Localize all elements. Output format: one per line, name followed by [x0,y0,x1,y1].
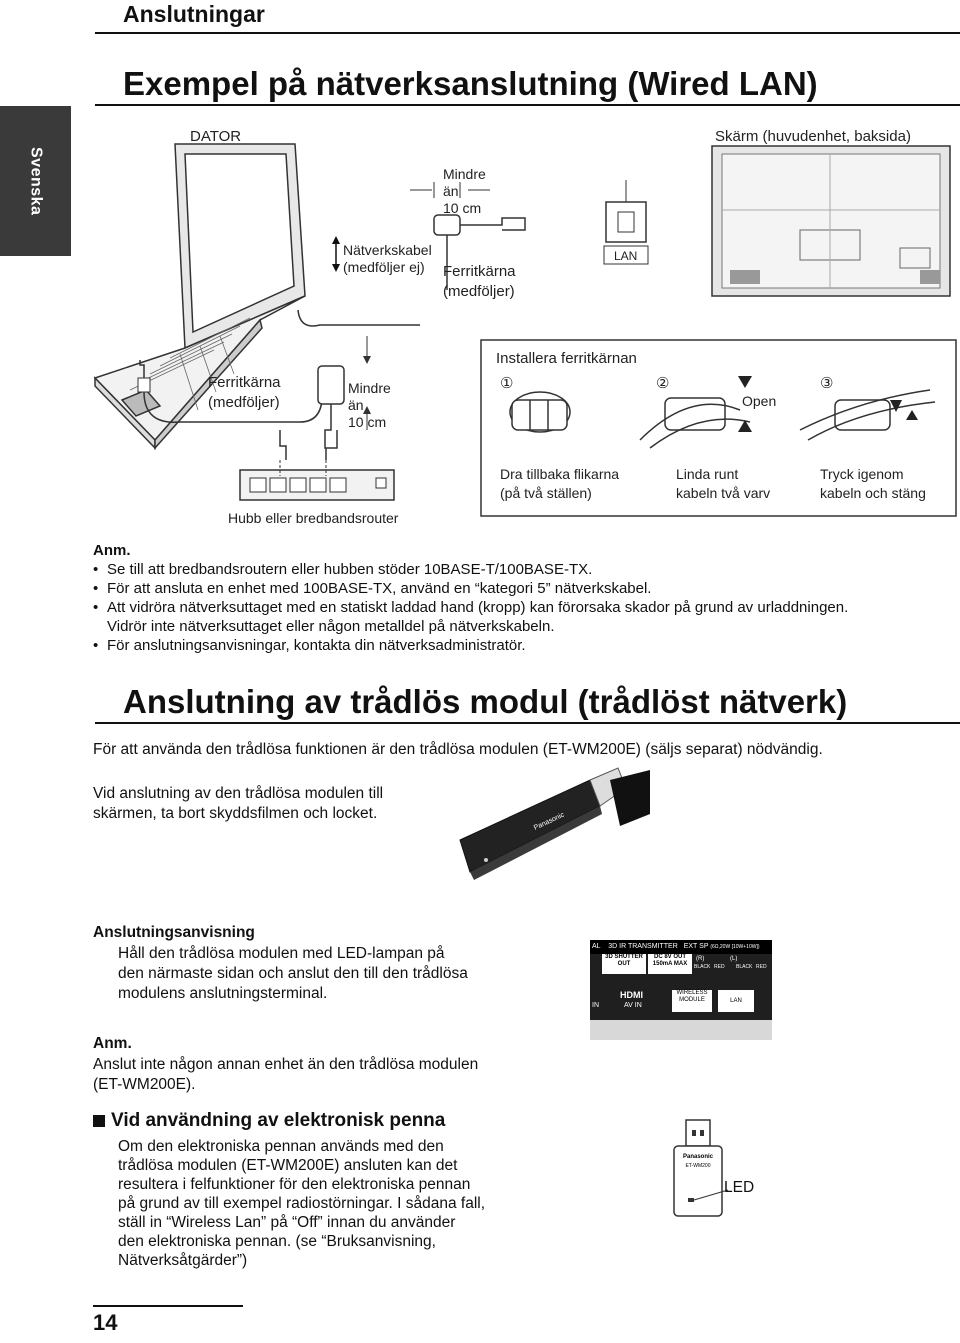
step-3-number: ③ [820,375,834,392]
module-model: ET-WM200 [685,1163,710,1169]
footer-rule [93,1305,243,1307]
ferrite-core-icon [317,365,345,405]
ferrite-core-icon [433,214,461,236]
step-1-caption: Dra tillbaka flikarna (på två ställen) [500,466,620,501]
terminal-panel: AL 3D IR TRANSMITTER EXT SP (6Ω,20W [10W… [590,940,772,1040]
note-item: Se till att bredbandsroutern eller hubbe… [93,560,953,579]
note2-text: Anslut inte någon annan enhet än den trå… [93,1056,479,1093]
wireless-module-port-label: WIRELESS MODULE [672,990,712,1012]
open-arrow-icon [738,376,752,388]
lan-port-label: LAN [718,990,754,1012]
step-3-caption: Tryck igenom kabeln och stäng [820,466,926,501]
step-1-number: ① [500,375,514,392]
display-back-illustration [711,145,951,297]
display-label: Skärm (huvudenhet, baksida) [715,128,911,145]
note-item: För att ansluta en enhet med 100BASE-TX,… [93,579,953,598]
wired-lan-diagram [93,143,957,517]
push-arrow-icon [890,400,902,412]
pen-heading: Vid användning av elektronisk penna [93,1110,445,1132]
instruction-text: Håll den trådlösa modulen med LED-lampan… [118,945,468,1002]
section-header: Anslutningar [95,0,960,34]
hub-illustration [239,460,395,501]
module-led-illustration: Panasonic ET-WM200 [673,1119,729,1217]
ferrite-step-illustrations [509,389,936,449]
push-arrow-icon [906,410,918,420]
step-2-number: ② [656,375,670,392]
instruction-heading: Anslutningsanvisning [93,924,255,941]
open-label: Open [742,393,777,409]
lan-port-icon [605,201,647,243]
wireless-intro: För att använda den trådlösa funktionen … [93,741,823,758]
step-2-caption: Linda runt kabeln två varv [676,466,771,501]
ferrite-left-label: Ferritkärna (medföljer) [208,374,281,411]
remove-film-text: Vid anslutning av den trådlösa modulen t… [93,785,384,822]
length-label: Mindre än 10 cm [443,166,486,216]
language-tab: Svenska [0,106,71,256]
notes-heading: Anm. [93,542,131,559]
note-continuation: Vidrör inte nätverksuttaget eller någon … [107,618,555,635]
wired-lan-title: Exempel på nätverksanslutning (Wired LAN… [95,58,960,106]
close-arrow-icon [738,420,752,432]
wireless-module-illustration: Panasonic [459,767,650,880]
wired-notes: Anm. Se till att bredbandsroutern eller … [93,541,953,655]
ferrite-label: Ferritkärna (medföljer) [443,263,516,300]
pc-label: DATOR [190,128,242,145]
pen-text: Om den elektroniska pennan används med d… [118,1138,486,1269]
network-cable [297,309,420,327]
note-item: Att vidröra nätverksuttaget med en stati… [93,598,953,617]
led-label: LED [724,1179,755,1196]
page-number: 14 [93,1310,118,1335]
note2-heading: Anm. [93,1035,132,1052]
hub-label: Hubb eller bredbandsrouter [228,510,399,526]
led-icon [688,1198,694,1202]
laptop-illustration [93,143,306,450]
bullet-square-icon [93,1115,105,1127]
note-item: För anslutningsanvisningar, kontakta din… [93,636,953,655]
wireless-title: Anslutning av trådlös modul (trådlöst nä… [95,676,960,724]
install-title: Installera ferritkärnan [496,350,637,367]
cable-label: Nätverkskabel (medföljer ej) [343,242,432,275]
length-label-2: Mindre än 10 cm [348,380,391,430]
install-ferrite-box [480,339,957,517]
module-brand: Panasonic [683,1154,714,1160]
lan-label: LAN [614,249,638,263]
